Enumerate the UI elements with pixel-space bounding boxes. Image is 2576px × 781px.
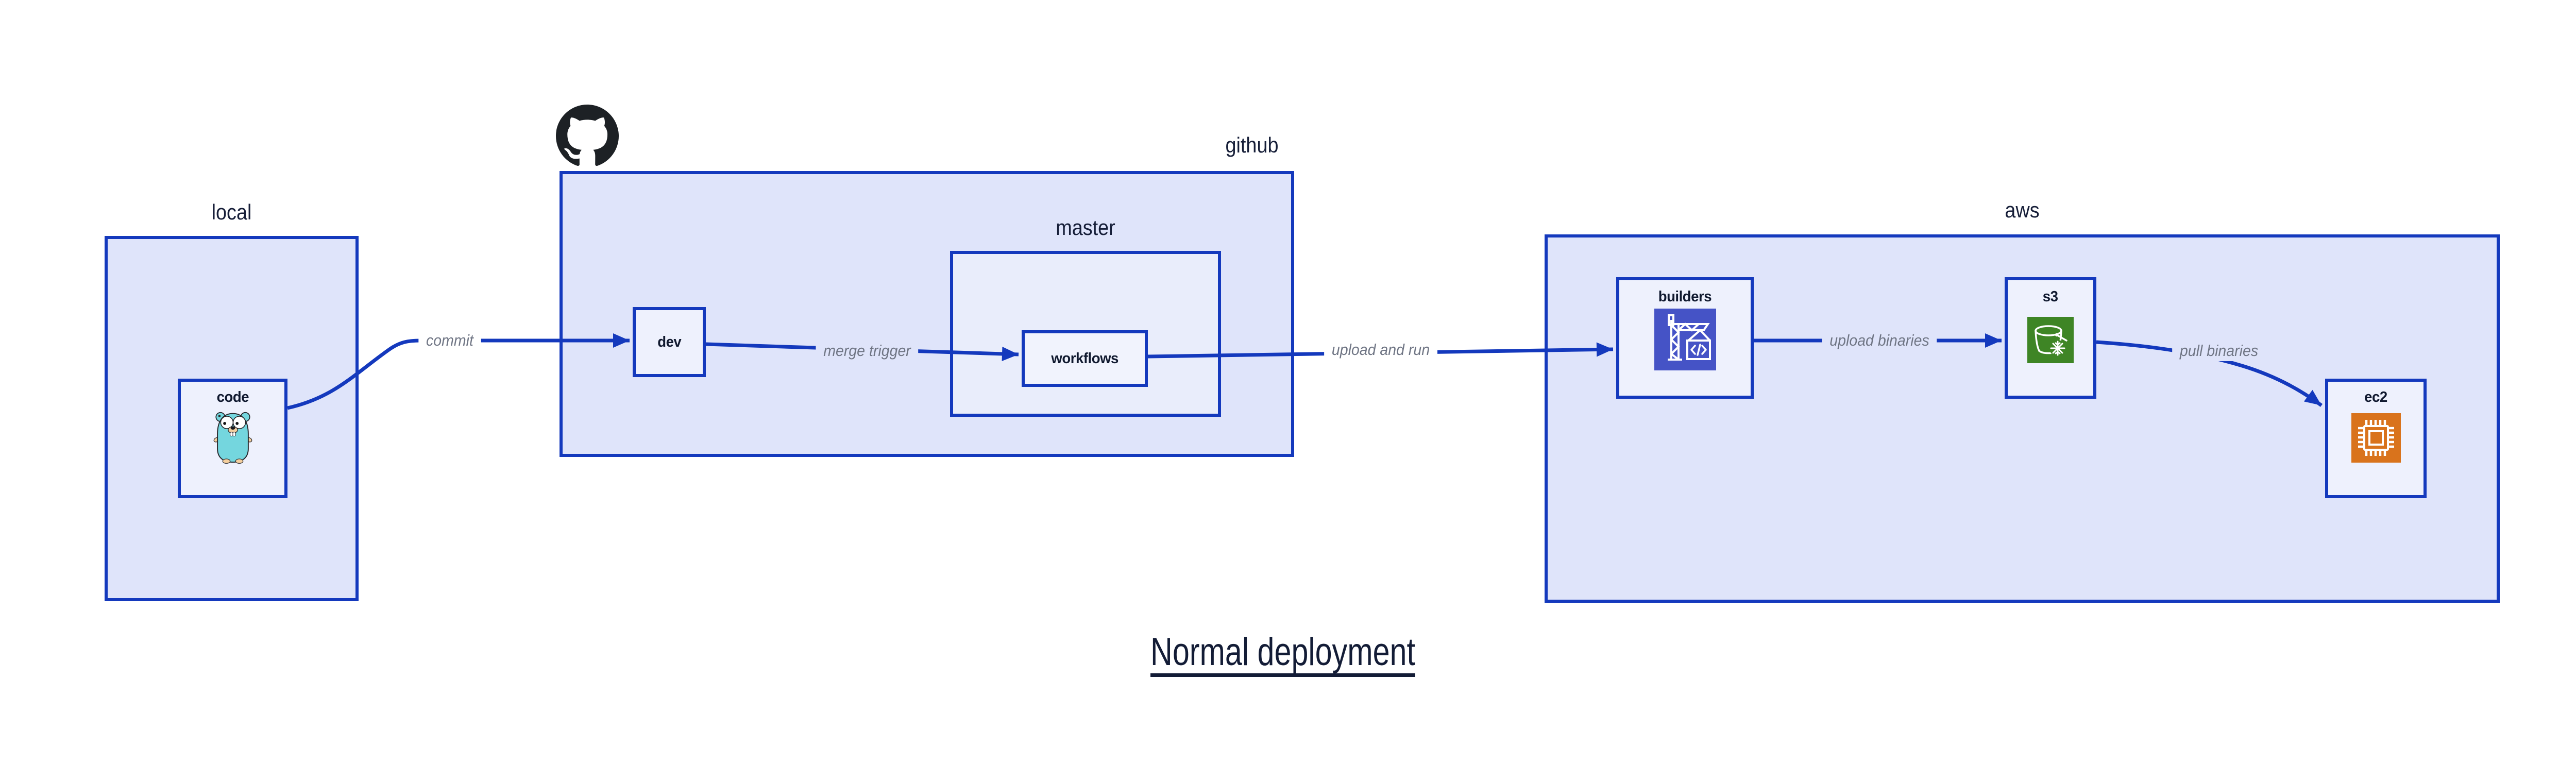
node-label-workflows: workflows: [1051, 350, 1118, 367]
ec2-chip-icon: [2351, 413, 2401, 463]
edge-label-upload-binaries: upload binaries: [1822, 330, 1937, 351]
edge-label-merge-trigger: merge trigger: [816, 341, 919, 361]
group-label-aws: aws: [2005, 198, 2040, 222]
node-label-ec2: ec2: [2364, 389, 2387, 405]
go-gopher-icon: [213, 412, 252, 464]
node-s3: s3: [2005, 277, 2096, 399]
node-code: code: [178, 379, 287, 498]
codebuild-crane-icon: [1654, 309, 1716, 370]
node-label-s3: s3: [2043, 288, 2058, 305]
node-builders: builders: [1616, 277, 1754, 399]
s3-bucket-snowflake-icon: [2027, 317, 2074, 363]
node-label-dev: dev: [657, 333, 682, 350]
diagram-title: Normal deployment: [1150, 630, 1415, 674]
edge-label-upload-and-run: upload and run: [1324, 339, 1437, 360]
group-label-local: local: [211, 200, 252, 224]
node-ec2: ec2: [2325, 379, 2427, 498]
edge-label-pull-binaries: pull binaries: [2172, 341, 2266, 361]
node-workflows: workflows: [1022, 330, 1148, 387]
edge-label-commit: commit: [418, 330, 481, 351]
group-label-github: github: [1225, 133, 1279, 157]
node-label-builders: builders: [1658, 288, 1712, 305]
node-label-code: code: [216, 389, 249, 405]
group-label-master: master: [1056, 215, 1115, 240]
github-octocat-icon: [556, 105, 619, 166]
node-dev: dev: [633, 307, 706, 377]
